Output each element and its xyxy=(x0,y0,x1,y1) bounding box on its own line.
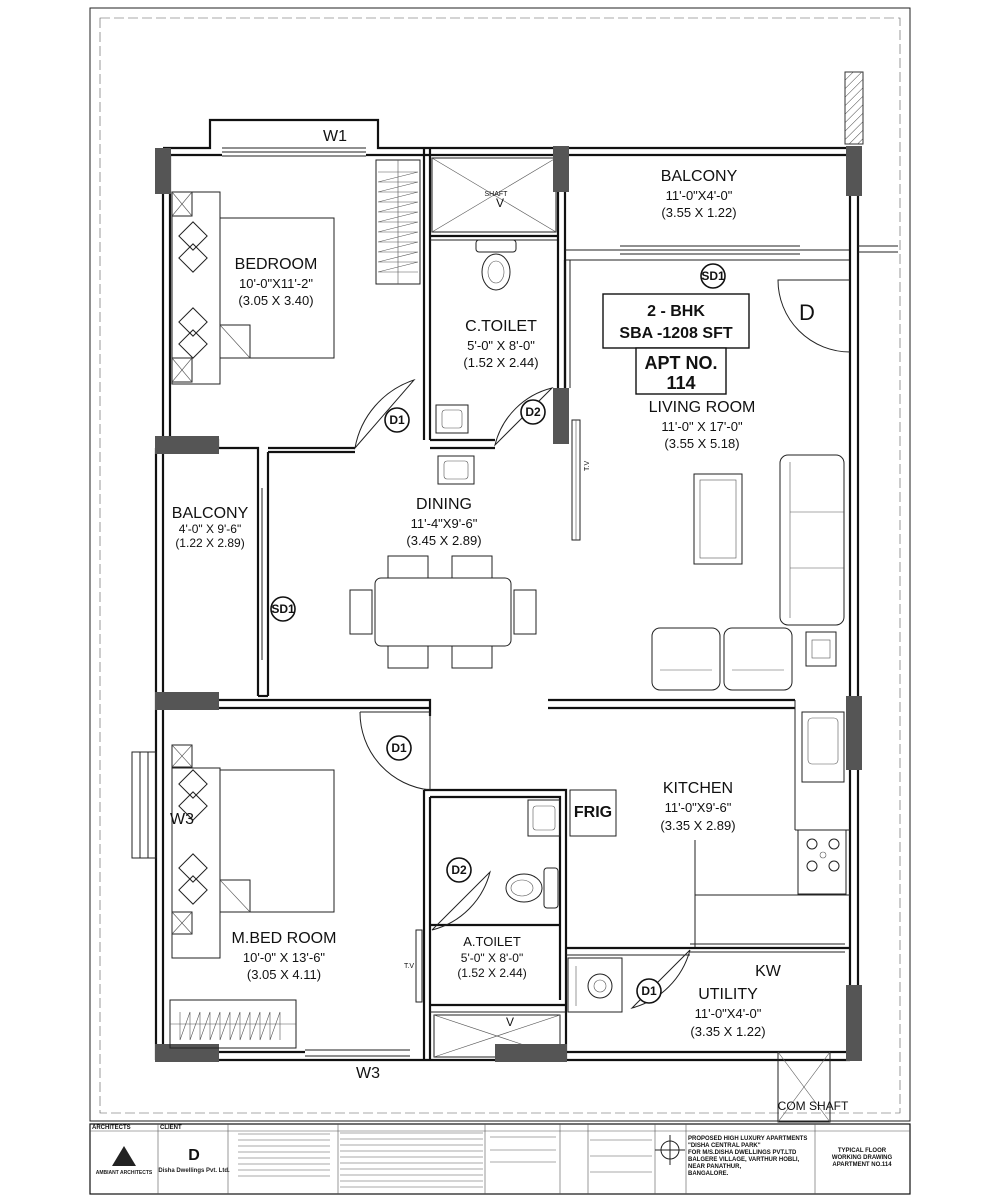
apt-number-box xyxy=(635,347,727,395)
balcony-left-size-m: (1.22 X 2.89) xyxy=(175,536,244,550)
client-logo: D xyxy=(188,1147,200,1164)
sba-area: SBA -1208 SFT xyxy=(619,325,732,342)
atoilet-size-m: (1.52 X 2.44) xyxy=(457,966,526,980)
dining-name: DINING xyxy=(416,496,472,513)
mbed-size-m: (3.05 X 4.11) xyxy=(247,967,321,982)
window-w3-bottom-label: W3 xyxy=(356,1065,380,1082)
utility-size-m: (3.35 X 1.22) xyxy=(690,1024,765,1039)
utility-name: UTILITY xyxy=(698,986,758,1003)
living-name: LIVING ROOM xyxy=(649,399,756,416)
tb-architects-head: ARCHITECTS xyxy=(92,1125,131,1131)
bedroom-name: BEDROOM xyxy=(235,256,318,273)
sheet-inner-border xyxy=(99,17,901,1114)
tag-d1-utility: D1 xyxy=(641,984,657,998)
sheet-outer-border xyxy=(89,7,911,1122)
shaft-v-label: V xyxy=(496,196,504,210)
hatched-wall-stub xyxy=(844,71,864,145)
mbed-size-ft: 10'-0" X 13'-6" xyxy=(243,950,326,965)
ctoilet-size-ft: 5'-0" X 8'-0" xyxy=(467,338,535,353)
bhk-info-box xyxy=(602,293,750,349)
mbed-name: M.BED ROOM xyxy=(232,930,337,947)
apt-label: APT NO. xyxy=(644,353,717,373)
tb-project-line-5: NEAR PANATHUR, xyxy=(688,1164,741,1170)
shaft-label: SHAFT xyxy=(485,191,509,198)
tb-project-line-3: FOR M/S.DISHA DWELLINGS PVT.LTD xyxy=(688,1150,797,1156)
utility-size-ft: 11'-0"X4'-0" xyxy=(695,1006,762,1021)
furniture xyxy=(169,159,847,1049)
balcony-top-size-m: (3.55 X 1.22) xyxy=(661,205,736,220)
bedroom-size-ft: 10'-0"X11'-2" xyxy=(239,276,313,291)
living-size-m: (3.55 X 5.18) xyxy=(664,436,739,451)
kitchen-size-ft: 11'-0"X9'-6" xyxy=(665,800,732,815)
tag-d2-ctoilet: D2 xyxy=(525,405,541,419)
atoilet-size-ft: 5'-0" X 8'-0" xyxy=(461,951,523,965)
living-size-ft: 11'-0" X 17'-0" xyxy=(661,419,743,434)
tv-label-living: T.V xyxy=(584,461,591,471)
kitchen-name: KITCHEN xyxy=(663,780,733,797)
architect-logo xyxy=(112,1146,136,1166)
tb-drawing-line-1: TYPICAL FLOOR xyxy=(838,1148,887,1154)
window-w3-left-label: W3 xyxy=(170,811,194,828)
balcony-top-size-ft: 11'-0"X4'-0" xyxy=(666,188,733,203)
balcony-left-size-ft: 4'-0" X 9'-6" xyxy=(179,522,241,536)
tag-sd1-living: SD1 xyxy=(701,269,725,283)
tb-project-line-4: BALGERE VILLAGE, VARTHUR HOBLI, xyxy=(688,1157,800,1163)
tb-client-name: Disha Dwellings Pvt. Ltd. xyxy=(158,1168,230,1174)
tv-label-mbed: T.V xyxy=(404,963,414,970)
tb-project-line-2: "DISHA CENTRAL PARK" xyxy=(688,1143,761,1149)
ctoilet-name: C.TOILET xyxy=(465,318,537,335)
structural-columns xyxy=(155,146,862,1062)
ctoilet-size-m: (1.52 X 2.44) xyxy=(463,355,538,370)
room-labels: W1 D SHAFT V BEDROOM 10'-0"X11'-2" (3.05… xyxy=(170,128,849,1113)
tb-project-line-6: BANGALORE. xyxy=(688,1171,729,1177)
tb-drawing-line-2: WORKING DRAWING xyxy=(832,1155,893,1161)
kitchen-window-label: KW xyxy=(755,963,782,980)
com-shaft-label: COM SHAFT xyxy=(778,1099,849,1113)
frig-label: FRIG xyxy=(574,804,612,821)
door-swings xyxy=(354,279,851,1009)
tag-d2-atoilet: D2 xyxy=(451,863,467,877)
tb-client-head: CLIENT xyxy=(160,1125,182,1131)
balcony-top-name: BALCONY xyxy=(661,168,738,185)
atoilet-name: A.TOILET xyxy=(463,934,521,949)
tag-d1-bedroom: D1 xyxy=(389,413,405,427)
tb-architect-name: AMBIANT ARCHITECTS xyxy=(96,1170,153,1176)
dining-size-ft: 11'-4"X9'-6" xyxy=(411,516,478,531)
kitchen-size-m: (3.35 X 2.89) xyxy=(660,818,735,833)
window-w1-label: W1 xyxy=(323,128,347,145)
apt-number: 114 xyxy=(666,373,695,393)
dining-size-m: (3.45 X 2.89) xyxy=(406,533,481,548)
apartment-type: 2 - BHK xyxy=(647,303,705,320)
tag-sd1-balcony: SD1 xyxy=(271,602,295,616)
title-block: ARCHITECTS AMBIANT ARCHITECTS CLIENT D D… xyxy=(89,1123,911,1195)
tb-project-line-1: PROPOSED HIGH LUXURY APARTMENTS xyxy=(688,1136,807,1142)
atoilet-shaft-v-label: V xyxy=(506,1015,514,1029)
door-window-tags: D1 D2 SD1 SD1 D1 D2 D1 xyxy=(270,263,726,1004)
balcony-left-name: BALCONY xyxy=(172,505,249,522)
main-door-label: D xyxy=(799,300,815,325)
tag-d1-mbed: D1 xyxy=(391,741,407,755)
tb-drawing-line-3: APARTMENT NO.114 xyxy=(832,1162,892,1168)
bedroom-size-m: (3.05 X 3.40) xyxy=(238,293,313,308)
